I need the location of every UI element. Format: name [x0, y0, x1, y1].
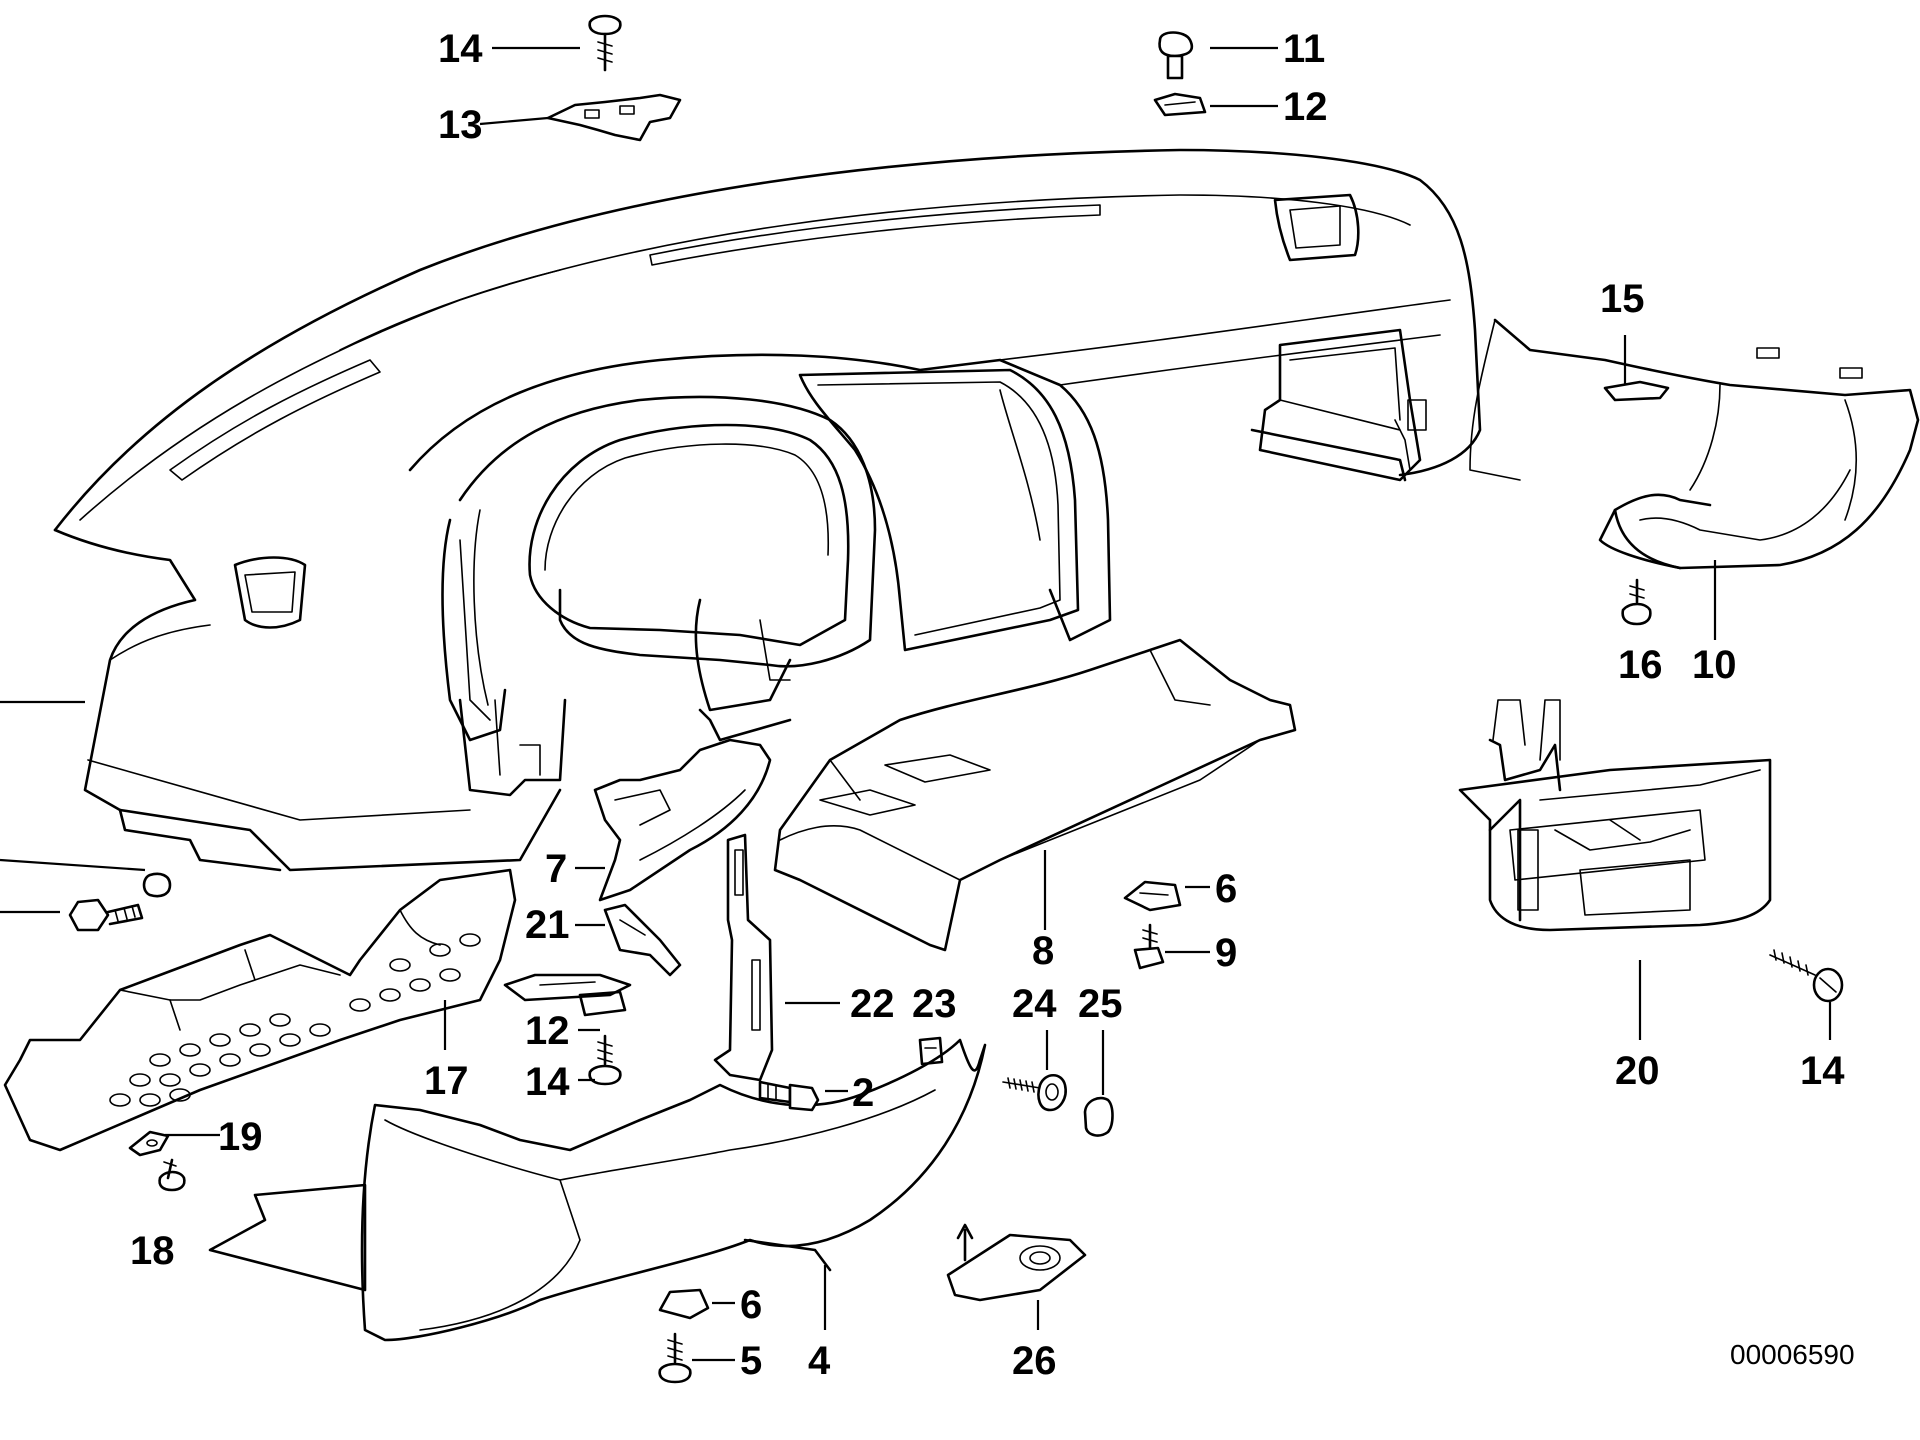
callout-25: 25 — [1078, 982, 1123, 1026]
callout-20: 20 — [1615, 1049, 1660, 1093]
part-21-bracket — [603, 903, 682, 977]
callout-11: 11 — [1283, 27, 1325, 71]
callout-17: 17 — [424, 1059, 469, 1103]
callout-4: 4 — [808, 1339, 831, 1383]
callout-21: 21 — [525, 903, 570, 947]
document-number: 00006590 — [1730, 1339, 1855, 1370]
callout-15: 15 — [1600, 277, 1645, 321]
callout-14-right: 14 — [1800, 1049, 1845, 1093]
fastener-left-bolt — [68, 872, 172, 932]
leader-lines — [0, 46, 1832, 1362]
fastener-25-cap — [1083, 1096, 1114, 1137]
callout-18: 18 — [130, 1229, 175, 1273]
callout-16: 16 — [1618, 643, 1663, 687]
fastener-6-clip-bottom — [658, 1288, 710, 1320]
fastener-11-clip — [1158, 31, 1194, 80]
part-4-knee-bolster — [208, 1038, 987, 1342]
callout-10: 10 — [1692, 643, 1737, 687]
callout-23: 23 — [912, 982, 957, 1026]
callout-12-top: 12 — [1283, 85, 1328, 129]
part-12-mid-clip-plate — [503, 973, 632, 1017]
fastener-24-spring — [1002, 1073, 1067, 1112]
part-10-lower-trim-right — [1469, 318, 1920, 570]
callout-14-mid: 14 — [525, 1060, 570, 1104]
fastener-16-screw — [1621, 578, 1652, 626]
part-23-clip — [918, 1036, 944, 1066]
callout-24: 24 — [1012, 982, 1057, 1026]
part-8-storage-tray — [773, 638, 1297, 952]
part-17-lower-trim-left — [3, 868, 517, 1152]
fastener-6-clip-mid — [1123, 880, 1182, 912]
fastener-14-screw-right — [1769, 949, 1844, 1003]
fastener-18-screw — [158, 1158, 186, 1192]
fastener-13-bracket — [546, 93, 682, 142]
callout-22: 22 — [850, 982, 895, 1026]
part-26-cover — [946, 1223, 1087, 1302]
fastener-5-screw — [658, 1332, 692, 1384]
callout-2: 2 — [852, 1071, 874, 1115]
callout-13: 13 — [438, 103, 483, 147]
fastener-14-screw-mid — [588, 1034, 622, 1086]
callout-8: 8 — [1032, 929, 1054, 973]
fastener-12-clip-top — [1153, 92, 1207, 117]
fastener-9-screw — [1133, 923, 1165, 970]
callout-9: 9 — [1215, 931, 1237, 975]
part-7-corner-trim — [593, 738, 772, 902]
callout-6-bottom: 6 — [740, 1283, 762, 1327]
part-22-support-bracket — [713, 833, 774, 1082]
fastener-14-screw-top — [588, 14, 622, 72]
callout-14-top: 14 — [438, 27, 483, 71]
callout-19: 19 — [218, 1115, 263, 1159]
callout-7: 7 — [545, 847, 567, 891]
fastener-19-clip — [128, 1130, 170, 1157]
callout-26: 26 — [1012, 1339, 1057, 1383]
fastener-15-clip — [1603, 380, 1670, 402]
callout-6-mid: 6 — [1215, 867, 1237, 911]
callout-5: 5 — [740, 1339, 762, 1383]
part-20-center-bracket — [1458, 699, 1772, 932]
dashboard-main-panel — [53, 148, 1482, 872]
callout-labels: 14 13 11 12 15 16 10 7 21 12 14 22 23 24… — [130, 27, 1855, 1383]
callout-12-mid: 12 — [525, 1009, 570, 1053]
fastener-2-bolt — [758, 1080, 820, 1112]
